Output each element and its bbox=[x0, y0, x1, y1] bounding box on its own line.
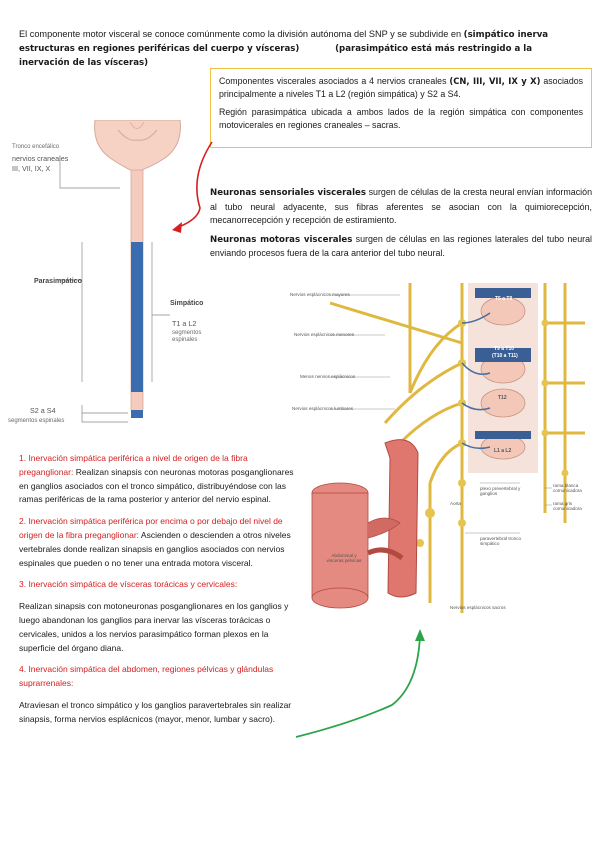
sympathetic-illustration bbox=[311, 283, 585, 613]
green-arrow-icon bbox=[295, 629, 425, 738]
label-aorta: Aorta bbox=[450, 501, 461, 506]
intro-bold-simpatico: (simpático inerva estructuras en regione… bbox=[19, 30, 549, 54]
label-plexo: plexo prevertebral y ganglios bbox=[480, 486, 521, 497]
sensory-paragraph: Neuronas sensoriales viscerales surgen d… bbox=[210, 187, 593, 226]
label-sacro: Nervios esplácnicos sacros bbox=[450, 605, 506, 610]
sympathetic-figure: Nervios esplácnicos mayores Nervios espl… bbox=[290, 283, 595, 618]
label-s2s4: S2 a S4 bbox=[30, 406, 56, 415]
cranial-nerves-box: Componentes viscerales asociados a 4 ner… bbox=[210, 68, 592, 148]
box-paragraph-2: Región parasimpática ubicada a ambos lad… bbox=[219, 107, 583, 130]
label-nervios: nervios craneales bbox=[12, 154, 69, 163]
label-l1l2: L1 a L2 bbox=[494, 448, 512, 454]
label-t1l2: T1 a L2 bbox=[172, 319, 197, 328]
section-1: 1. Inervación simpática periférica a niv… bbox=[19, 453, 294, 505]
red-arrow-icon bbox=[172, 141, 213, 233]
label-t12: T12 bbox=[498, 395, 507, 401]
section-3: 3. Inervación simpática de vísceras torá… bbox=[19, 579, 289, 653]
motor-paragraph: Neuronas motoras viscerales surgen de cé… bbox=[210, 233, 592, 259]
intro-text: El componente motor visceral se conoce c… bbox=[19, 29, 464, 39]
label-t9t10: T9 a T10 bbox=[494, 346, 515, 352]
sympathetic-sections: 1. Inervación simpática periférica a niv… bbox=[19, 452, 297, 735]
label-lumbar: Nervios esplácnicos lumbares bbox=[292, 406, 354, 411]
section-4: 4. Inervación simpática del abdomen, reg… bbox=[19, 664, 292, 724]
label-abdominal: Abdominal y vísceras pélvicas bbox=[326, 553, 362, 564]
label-menor: Nervios esplácnicos menores bbox=[294, 332, 354, 337]
spinal-cord-illustration bbox=[58, 119, 181, 423]
label-rama-gris: rama gris comunicadora bbox=[553, 501, 582, 512]
label-t10t11: (T10 a T11) bbox=[492, 353, 518, 359]
label-nervios-nums: III, VII, IX, X bbox=[12, 164, 51, 173]
label-minimo: Menos nervios esplácnicos bbox=[300, 374, 356, 379]
box-paragraph-1: Componentes viscerales asociados a 4 ner… bbox=[219, 76, 583, 99]
label-simpatico: Simpático bbox=[170, 300, 204, 307]
label-rama-blanca: rama blanca comunicadora bbox=[553, 483, 582, 494]
section-2: 2. Inervación simpática periférica por e… bbox=[19, 516, 291, 568]
intro-bold-parasimpatico: (parasimpático está más restringido a la… bbox=[19, 44, 533, 68]
intro-paragraph: El componente motor visceral se conoce c… bbox=[19, 28, 581, 70]
neurons-text: Neuronas sensoriales viscerales surgen d… bbox=[210, 186, 592, 266]
label-paraverte: paravertebral tronco simpático bbox=[480, 536, 522, 547]
label-mayor: Nervios esplácnicos mayores bbox=[290, 292, 350, 297]
label-seg1: segmentos espinales bbox=[172, 330, 202, 343]
label-seg2: segmentos espinales bbox=[8, 418, 65, 424]
spinal-cord-figure: Tronco encefálico nervios craneales III,… bbox=[0, 119, 210, 440]
label-parasimpatico: Parasimpático bbox=[34, 278, 82, 285]
label-t5t9: T5 a T9 bbox=[495, 296, 513, 302]
label-tronco: Tronco encefálico bbox=[12, 144, 60, 150]
